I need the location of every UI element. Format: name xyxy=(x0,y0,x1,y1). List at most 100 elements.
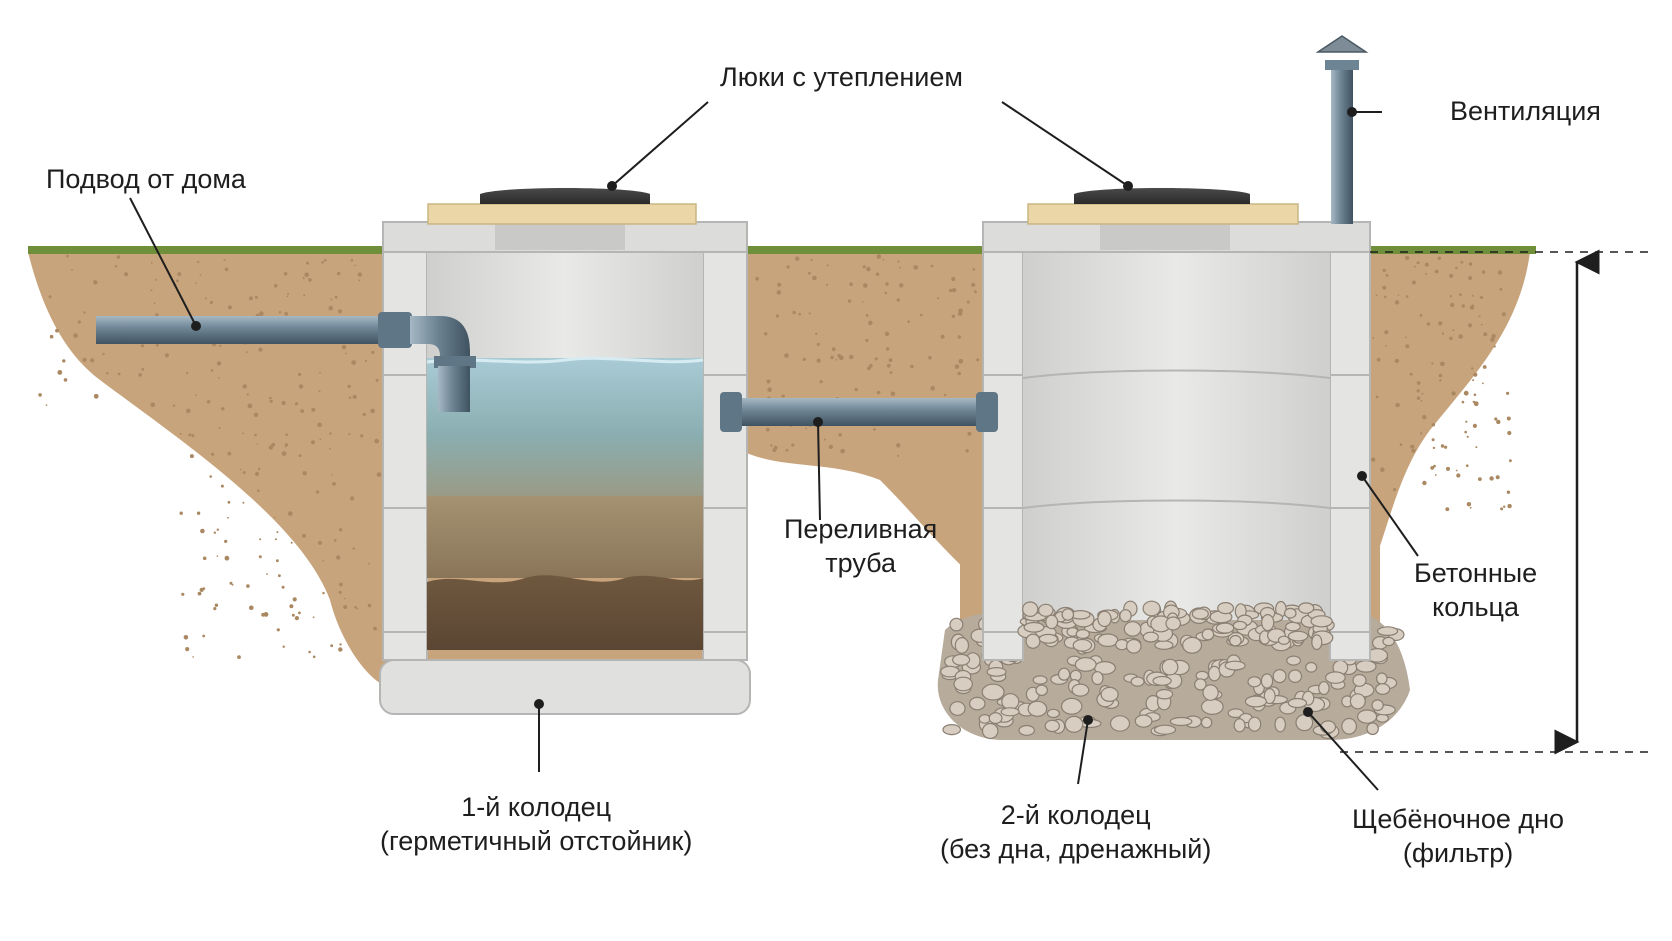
gravel-inside xyxy=(1017,600,1335,655)
gravel-stone xyxy=(1074,657,1097,672)
gravel-stones xyxy=(940,615,1405,740)
gravel-stone xyxy=(1161,658,1179,676)
gravel-stone xyxy=(1232,620,1248,631)
gravel-stone xyxy=(1169,716,1193,727)
gravel-stone xyxy=(1202,684,1219,701)
gravel-stone xyxy=(1165,616,1181,631)
gravel-stone xyxy=(1061,608,1075,621)
gravel-stone xyxy=(1227,708,1245,719)
gravel-stone xyxy=(1154,640,1174,650)
gravel-stone xyxy=(1060,697,1083,715)
well-1-water xyxy=(427,358,703,498)
gravel-stone xyxy=(1194,678,1207,691)
gravel-stone xyxy=(1376,626,1399,636)
gravel-stone xyxy=(1229,634,1242,647)
gravel-stone xyxy=(978,714,991,724)
gravel-stone xyxy=(949,617,964,632)
gravel-stone xyxy=(954,637,970,654)
soil-right xyxy=(1370,252,1530,600)
gravel-stone xyxy=(1272,668,1287,684)
gravel-stone xyxy=(1071,683,1090,697)
gravel-stone xyxy=(1142,600,1161,617)
gravel-stone xyxy=(1274,716,1286,733)
gravel-stone xyxy=(1355,660,1377,673)
gravel-stone xyxy=(1075,628,1091,639)
gravel-stone xyxy=(1038,633,1058,644)
gravel-stone xyxy=(1152,675,1172,686)
depth-dimension xyxy=(1340,249,1650,755)
ventilation-pipe xyxy=(1315,35,1369,224)
label-ventilation: Вентиляция xyxy=(1450,96,1601,126)
gravel-stone xyxy=(1356,709,1378,724)
gravel-stone xyxy=(1247,676,1262,688)
gravel-stone xyxy=(1038,603,1054,617)
well-2-insulation xyxy=(1027,203,1299,225)
gravel-stone xyxy=(1021,601,1039,617)
gravel-stone xyxy=(1109,715,1131,732)
gravel-stone xyxy=(1023,621,1045,633)
gravel-stone xyxy=(1123,621,1142,637)
soil-texture xyxy=(38,254,1512,659)
gravel-stone xyxy=(1217,601,1235,615)
label-well-1: 1-й колодец (герметичный отстойник) xyxy=(380,792,693,856)
gravel-stone xyxy=(1244,695,1268,708)
well-1 xyxy=(379,188,751,715)
inlet-pipe xyxy=(96,312,476,412)
well-1-sludge xyxy=(427,575,703,650)
well-2-hatch-lid xyxy=(1074,188,1250,204)
gravel-stone xyxy=(1277,635,1291,646)
well-2 xyxy=(937,188,1410,740)
gravel-stone xyxy=(1000,707,1020,717)
soil-middle xyxy=(400,252,1000,600)
well-2-wall-right xyxy=(1329,249,1371,661)
gravel-stone xyxy=(1375,713,1390,723)
gravel-stone xyxy=(1200,716,1213,729)
overflow-pipe xyxy=(720,392,998,432)
well-1-inner-wall xyxy=(427,250,703,360)
gravel-stone xyxy=(1311,634,1323,651)
gravel-stone xyxy=(1366,722,1379,736)
gravel-stone xyxy=(1287,697,1308,709)
gravel-stone xyxy=(1295,713,1314,732)
gravel-stone xyxy=(1371,699,1384,712)
gravel-stone xyxy=(1349,693,1366,710)
gravel-stone xyxy=(988,712,1003,725)
label-inlet: Подвод от дома xyxy=(46,164,246,194)
gravel-stone xyxy=(1057,667,1071,681)
gravel-stone xyxy=(1134,714,1153,728)
well-1-insulation xyxy=(427,203,697,225)
gravel-stone xyxy=(986,667,1007,677)
gravel-stone xyxy=(1032,675,1048,685)
gravel-stone xyxy=(1215,622,1235,634)
gravel-stone xyxy=(1155,688,1174,700)
gravel-stone xyxy=(1044,719,1061,733)
gravel-stone xyxy=(953,676,973,692)
gravel-stone xyxy=(1200,698,1224,716)
gravel-stone xyxy=(1046,708,1061,719)
gravel-stone xyxy=(1153,724,1177,735)
gravel-stone xyxy=(1287,630,1309,642)
gravel-stone xyxy=(1119,609,1132,623)
leader-lines xyxy=(129,101,1419,791)
gravel-stone xyxy=(1263,687,1276,705)
gravel-stone xyxy=(1310,615,1333,628)
vent-cap xyxy=(1315,35,1369,53)
gravel-stone xyxy=(1191,608,1209,620)
gravel-stone xyxy=(1224,660,1246,671)
gravel-stone xyxy=(1018,724,1035,736)
gravel-stone xyxy=(1288,669,1303,683)
gravel-stone xyxy=(1100,686,1119,703)
gravel-stone xyxy=(1027,700,1048,717)
gravel-stone xyxy=(1376,672,1388,685)
leader-dots xyxy=(191,107,1367,725)
label-overflow: Переливная труба xyxy=(784,514,938,578)
gravel-stone xyxy=(981,683,1005,701)
well-1-wall-right xyxy=(702,249,748,661)
label-hatches: Люки с утеплением xyxy=(720,62,963,92)
gravel-stone xyxy=(1324,671,1346,684)
gravel-stone xyxy=(1352,673,1367,687)
gravel-stone xyxy=(1091,671,1104,686)
gravel-stone xyxy=(1001,693,1020,711)
label-rings: Бетонные кольца xyxy=(1414,558,1538,622)
gravel-stone xyxy=(1286,655,1301,666)
